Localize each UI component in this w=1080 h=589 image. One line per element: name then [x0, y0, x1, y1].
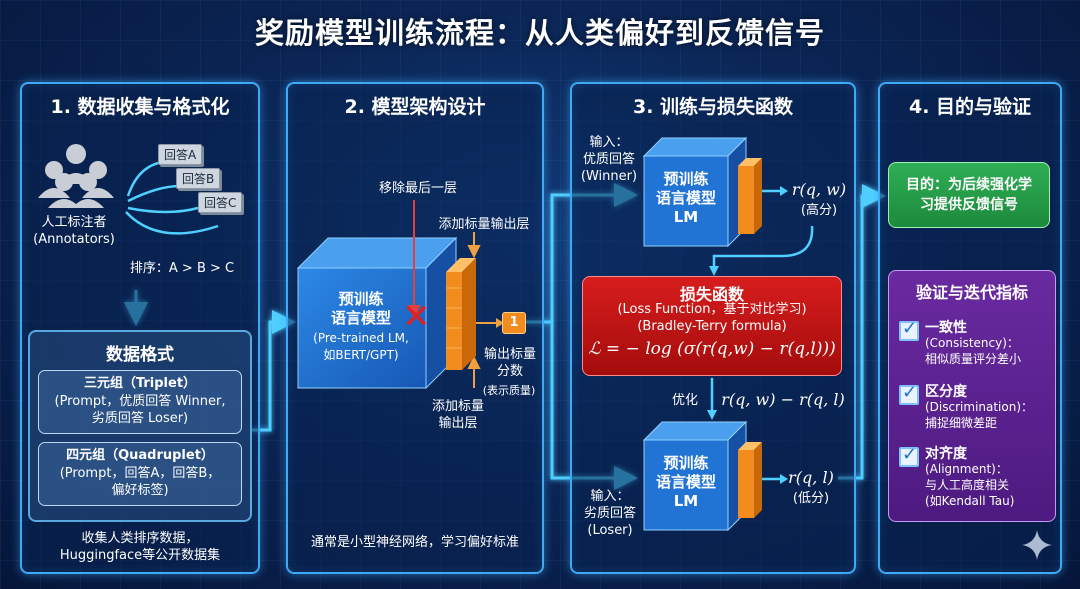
answer-a-doc: 回答A [158, 144, 203, 165]
to-loss-arrow [709, 225, 814, 276]
panel-heading: 3. 训练与损失函数 [632, 96, 794, 118]
check-icon [899, 444, 919, 467]
loss-line1: (Loss Function，基于对比学习) [617, 302, 807, 317]
check-icon [899, 318, 919, 341]
annotators-icon [38, 144, 114, 208]
metric-consistency-body: (Consistency)： 相似质量评分差小 [925, 336, 1022, 366]
answer-c-doc: 回答C [198, 192, 243, 213]
quadruplet-card: 四元组（Quadruplet） (Prompt，回答A，回答B， 偏好标签) [38, 442, 242, 506]
metrics-heading: 验证与迭代指标 [915, 283, 1028, 302]
panel-heading: 2. 模型架构设计 [344, 96, 486, 118]
page-title: 奖励模型训练流程：从人类偏好到反馈信号 [254, 16, 825, 50]
panel2-footer: 通常是小型神经网络，学习偏好标准 [310, 535, 519, 550]
lm-subtitle: (Pre-trained LM, 如BERT/GPT) [313, 331, 409, 362]
loss-formula: ℒ = − log (σ(r(q,w) − r(q,l))) [588, 339, 836, 359]
check-icon [899, 382, 919, 405]
annotator-label: 人工标注者 (Annotators) [33, 215, 115, 247]
add-layer-top-label: 添加标量输出层 [438, 217, 530, 232]
score-high-arrow [762, 186, 788, 196]
panel-heading: 4. 目的与验证 [908, 96, 1032, 118]
panel-data-collection: 1. 数据收集与格式化 人工标注者 (Annotators) 回答A 回答B 回… [20, 82, 260, 574]
loss-line2: (Bradley-Terry formula) [637, 319, 787, 334]
scalar-output-layer [446, 258, 476, 370]
sparkle-icon [1022, 530, 1052, 560]
add-layer-bottom-label: 添加标量 输出层 [431, 399, 484, 431]
metric-discrimination-title: 区分度 [925, 384, 967, 400]
layer-arrows [407, 200, 481, 388]
lm-cube-bottom [642, 420, 748, 532]
lm-bottom-label: 预训练 语言模型 LM [655, 454, 716, 510]
metrics-box: 验证与迭代指标 一致性 (Consistency)： 相似质量评分差小 区分度 … [888, 270, 1056, 522]
panel1-footer: 收集人类排序数据， Huggingface等公开数据集 [59, 531, 221, 563]
metric-alignment-title: 对齐度 [925, 446, 967, 462]
output-scalar-label: 输出标量 分数 [483, 347, 536, 379]
triplet-body: (Prompt，优质回答 Winner, 劣质回答 Loser) [54, 394, 226, 426]
remove-layer-label: 移除最后一层 [378, 181, 457, 196]
triplet-card: 三元组（Triplet） (Prompt，优质回答 Winner, 劣质回答 L… [38, 370, 242, 434]
score-low-label: (低分) [792, 491, 830, 506]
purpose-box: 目的：为后续强化学 习提供反馈信号 [888, 162, 1050, 228]
quadruplet-body: (Prompt，回答A，回答B， 偏好标签) [59, 466, 221, 498]
optimize-arrow [707, 378, 717, 420]
optimize-label: 优化 [671, 393, 698, 408]
score-low-arrow [762, 474, 788, 484]
input-loser-label: 输入： 劣质回答 (Loser) [583, 489, 636, 538]
input-winner-label: 输入： 优质回答 (Winner) [580, 135, 638, 184]
lm-title: 预训练 语言模型 [330, 290, 391, 327]
output-layer-top [738, 158, 762, 234]
panel-heading: 1. 数据收集与格式化 [50, 96, 230, 118]
triplet-title: 三元组（Triplet） [83, 376, 197, 391]
ranking-label: 排序：A > B > C [129, 261, 235, 276]
purpose-text: 目的：为后续强化学 习提供反馈信号 [906, 177, 1032, 213]
metric-alignment-body: (Alignment)： 与人工高度相关 (如Kendall Tau) [925, 462, 1015, 508]
loss-function-box: 损失函数 (Loss Function，基于对比学习) (Bradley-Ter… [582, 276, 842, 376]
score-high: r(q, w) [791, 180, 847, 199]
metric-discrimination-body: (Discrimination)： 捕捉细微差距 [925, 400, 1034, 430]
data-format-heading: 数据格式 [106, 345, 174, 365]
loss-title: 损失函数 [679, 285, 744, 304]
remove-x-icon: ✕ [402, 297, 431, 337]
answer-b-doc: 回答B [176, 168, 221, 189]
quadruplet-title: 四元组（Quadruplet） [66, 448, 214, 463]
data-format-card: 数据格式 三元组（Triplet） (Prompt，优质回答 Winner, 劣… [28, 330, 252, 522]
score-low: r(q, l) [788, 468, 834, 487]
score-high-label: (高分) [800, 203, 838, 218]
lm-top-label: 预训练 语言模型 LM [655, 170, 716, 226]
output-layer-bottom [738, 442, 762, 518]
score-diff-label: r(q, w) − r(q, l) [721, 390, 845, 409]
output-scalar-sub: (表示质量) [482, 384, 536, 397]
to-score-arrow [476, 318, 504, 328]
panel-purpose-validation: 4. 目的与验证 目的：为后续强化学 习提供反馈信号 验证与迭代指标 一致性 (… [878, 82, 1062, 574]
panel-training-loss: 3. 训练与损失函数 输入： 优质回答 (Winner) 预训练 语言模型 LM… [570, 82, 856, 574]
scalar-score-box: 1 [502, 312, 526, 334]
panel-model-architecture: 2. 模型架构设计 移除最后一层 添加标量输出层 预训练 语言模型 (Pre-t… [286, 82, 544, 574]
metric-consistency-title: 一致性 [925, 320, 967, 336]
